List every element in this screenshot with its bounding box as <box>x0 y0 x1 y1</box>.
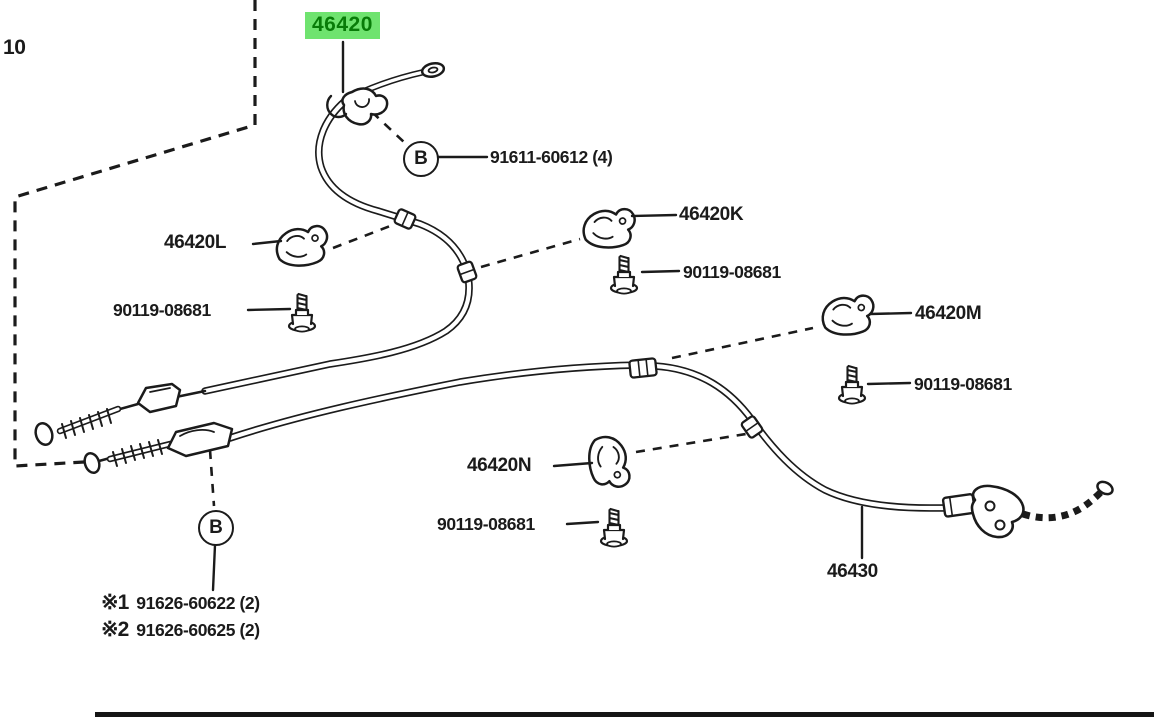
part-label-91611-60612[interactable]: 91611-60612 (4) <box>490 147 613 167</box>
callout-b-bottom: B <box>198 510 234 546</box>
footnote-2-part-number[interactable]: 91626-60625 (2) <box>136 620 260 640</box>
clamp-46420k-shape <box>581 207 638 251</box>
highlighted-part-label-46420[interactable]: 46420 <box>305 12 380 39</box>
part-label-46430[interactable]: 46430 <box>827 561 878 582</box>
rear-cable-46430 <box>83 361 1114 539</box>
bottom-border-line <box>95 712 1154 717</box>
footnote-1: ※1 91626-60622 (2) <box>101 590 260 615</box>
footnote-2: ※2 91626-60625 (2) <box>101 617 260 642</box>
partial-part-label: 10 <box>3 36 26 59</box>
footnote-1-marker: ※1 <box>101 591 129 614</box>
bolt-n-shape <box>599 507 629 548</box>
part-label-46420k[interactable]: 46420K <box>679 204 744 225</box>
part-label-screw-k[interactable]: 90119-08681 <box>683 262 781 282</box>
solid-leader-lines <box>211 40 913 592</box>
part-label-screw-m[interactable]: 90119-08681 <box>914 374 1012 394</box>
footnote-2-marker: ※2 <box>101 618 129 641</box>
cable-ferrules <box>393 208 764 439</box>
clamp-46420l-shape <box>272 223 332 271</box>
part-label-screw-left[interactable]: 90119-08681 <box>113 300 211 320</box>
front-cable-lever <box>326 61 446 126</box>
boundary-dashed-line <box>13 0 257 468</box>
bolt-k-shape <box>609 254 639 295</box>
part-label-46420n[interactable]: 46420N <box>467 455 532 476</box>
footnote-1-part-number[interactable]: 91626-60622 (2) <box>136 593 260 613</box>
dashed-leader-lines <box>208 111 814 507</box>
clamp-46420m-shape <box>819 293 878 339</box>
part-label-46420l[interactable]: 46420L <box>164 232 227 253</box>
bolt-m-shape <box>837 364 867 405</box>
part-label-screw-n[interactable]: 90119-08681 <box>437 514 535 534</box>
callout-b-top: B <box>403 141 439 177</box>
part-label-46420m[interactable]: 46420M <box>915 303 982 324</box>
front-cable-46420 <box>34 93 473 446</box>
bolt-left-shape <box>287 292 317 333</box>
